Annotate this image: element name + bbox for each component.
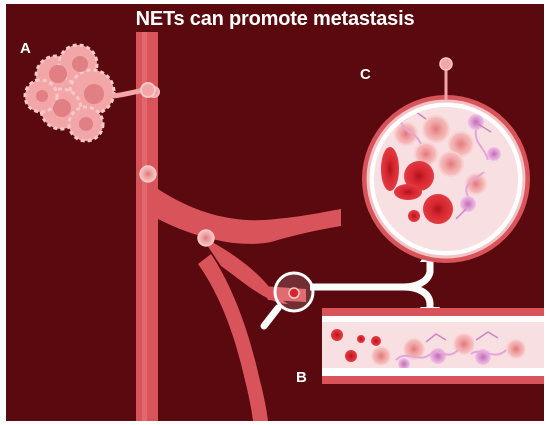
net-fiber-icon — [395, 349, 507, 361]
red-blood-cell-icon — [408, 210, 420, 222]
magnifier-icon — [260, 271, 315, 330]
tumor-cluster-icon — [23, 43, 156, 143]
red-blood-cell-icon — [381, 147, 399, 191]
red-blood-cell-icon — [404, 161, 434, 191]
circulating-tumor-cell — [139, 165, 157, 183]
panel-label-c: C — [360, 66, 371, 83]
circulating-tumor-cell — [197, 229, 215, 247]
panel-label-b: B — [296, 369, 307, 386]
vessel-longitudinal — [322, 308, 544, 384]
upper-branch — [158, 189, 341, 244]
panel-label-a: A — [20, 40, 31, 57]
figure: NETs can promote metastasis A B C — [6, 4, 544, 421]
vessel-tree — [136, 32, 341, 421]
lower-branch — [198, 254, 268, 421]
figure-title: NETs can promote metastasis — [135, 8, 415, 30]
red-blood-cell-icon — [394, 184, 422, 200]
red-blood-cell-icon — [423, 194, 453, 224]
diagram-canvas — [23, 32, 544, 421]
vessel-cross-section — [362, 57, 530, 263]
